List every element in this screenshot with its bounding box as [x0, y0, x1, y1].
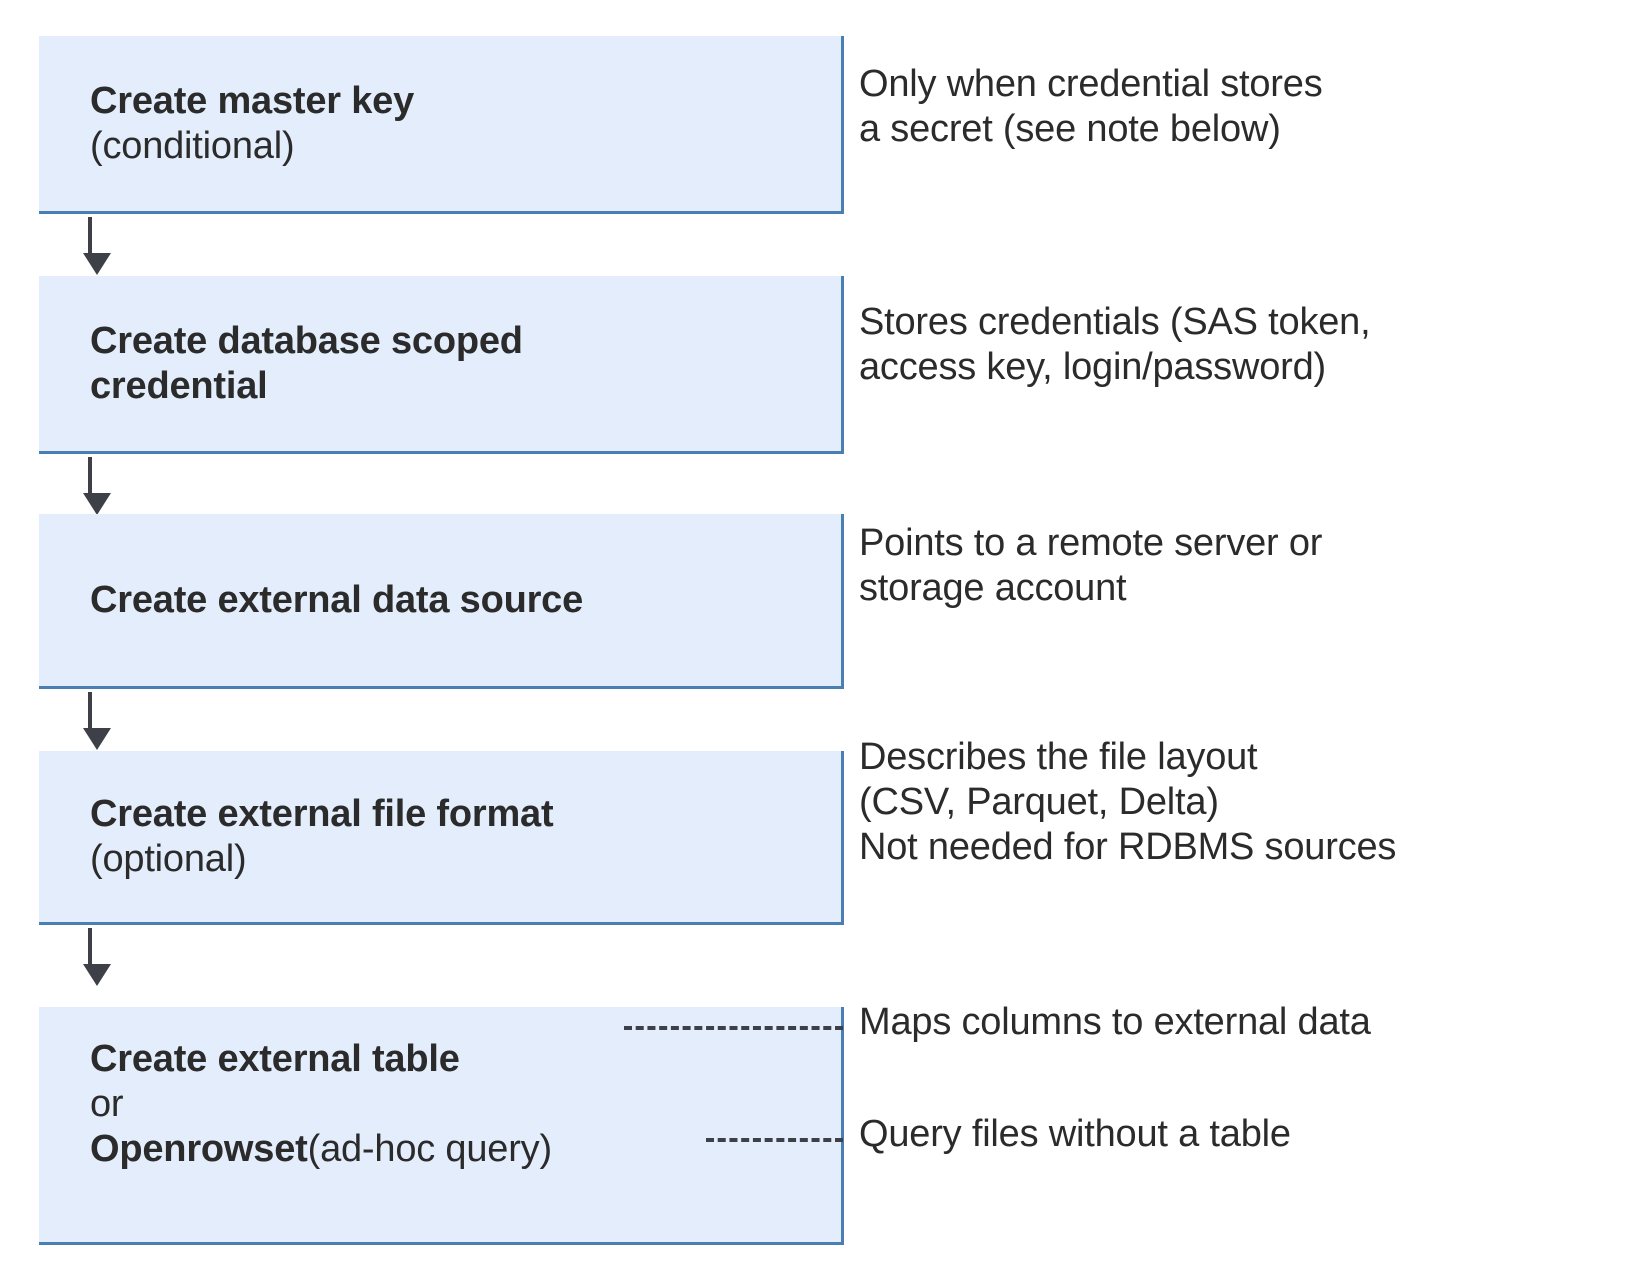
- step-title-line-2: credential: [90, 364, 268, 407]
- arrow-stem: [88, 217, 92, 255]
- note-line: access key, login/password): [859, 346, 1326, 389]
- note-create-external-file-format: Describes the file layout (CSV, Parquet,…: [859, 735, 1396, 871]
- step-title-create-master-key: Create master key: [90, 79, 415, 122]
- note-create-external-data-source: Points to a remote server or storage acc…: [859, 521, 1322, 611]
- note-line: Only when credential stores: [859, 63, 1323, 105]
- note-openrowset: Query files without a table: [859, 1112, 1291, 1157]
- note-line: (CSV, Parquet, Delta): [859, 781, 1219, 824]
- step-box-create-external-data-source: Create external data source: [39, 514, 844, 689]
- step-title-line-1: Create database scoped: [90, 319, 523, 362]
- leader-line-openrowset: [706, 1138, 843, 1142]
- arrow-step3-to-step4: [83, 692, 111, 752]
- arrow-head-icon: [83, 964, 111, 986]
- step-separator-or: or: [90, 1082, 124, 1125]
- arrow-stem: [88, 928, 92, 966]
- arrow-head-icon: [83, 728, 111, 750]
- note-create-master-key: Only when credential stores a secret (se…: [859, 62, 1323, 152]
- arrow-step2-to-step3: [83, 457, 111, 517]
- step-title-create-external-data-source: Create external data source: [90, 578, 584, 621]
- step-qualifier-create-master-key: (conditional): [90, 124, 295, 167]
- note-line: Points to a remote server or: [859, 522, 1323, 564]
- note-external-table: Maps columns to external data: [859, 1000, 1371, 1045]
- step-box-create-database-scoped-credential: Create database scoped credential: [39, 276, 844, 454]
- arrow-head-icon: [83, 493, 111, 515]
- leader-line-external-table: [624, 1026, 843, 1030]
- arrow-stem: [88, 692, 92, 730]
- note-line: storage account: [859, 567, 1127, 610]
- arrow-step1-to-step2: [83, 217, 111, 277]
- note-line: a secret (see note below): [859, 108, 1281, 151]
- note-line: Not needed for RDBMS sources: [859, 826, 1397, 869]
- openrowset-label: Openrowset: [90, 1127, 308, 1170]
- arrow-step4-to-step5: [83, 928, 111, 988]
- step-alternative-openrowset: Openrowset (ad-hoc query): [90, 1127, 841, 1172]
- step-box-create-external-file-format: Create external file format (optional): [39, 751, 844, 925]
- note-line: Query files without a table: [859, 1113, 1291, 1155]
- note-line: Describes the file layout: [859, 736, 1258, 778]
- openrowset-qualifier: (ad-hoc query): [307, 1127, 553, 1170]
- note-line: Maps columns to external data: [859, 1001, 1371, 1043]
- note-create-database-scoped-credential: Stores credentials (SAS token, access ke…: [859, 300, 1371, 390]
- arrow-head-icon: [83, 253, 111, 275]
- step-title-create-external-table: Create external table: [90, 1038, 460, 1080]
- step-box-create-master-key: Create master key (conditional): [39, 36, 844, 214]
- step-box-create-external-table-or-openrowset: Create external table or Openrowset (ad-…: [39, 1007, 844, 1245]
- arrow-stem: [88, 457, 92, 495]
- step-title-create-external-file-format: Create external file format: [90, 792, 554, 835]
- note-line: Stores credentials (SAS token,: [859, 301, 1371, 343]
- step-qualifier-create-external-file-format: (optional): [90, 837, 247, 880]
